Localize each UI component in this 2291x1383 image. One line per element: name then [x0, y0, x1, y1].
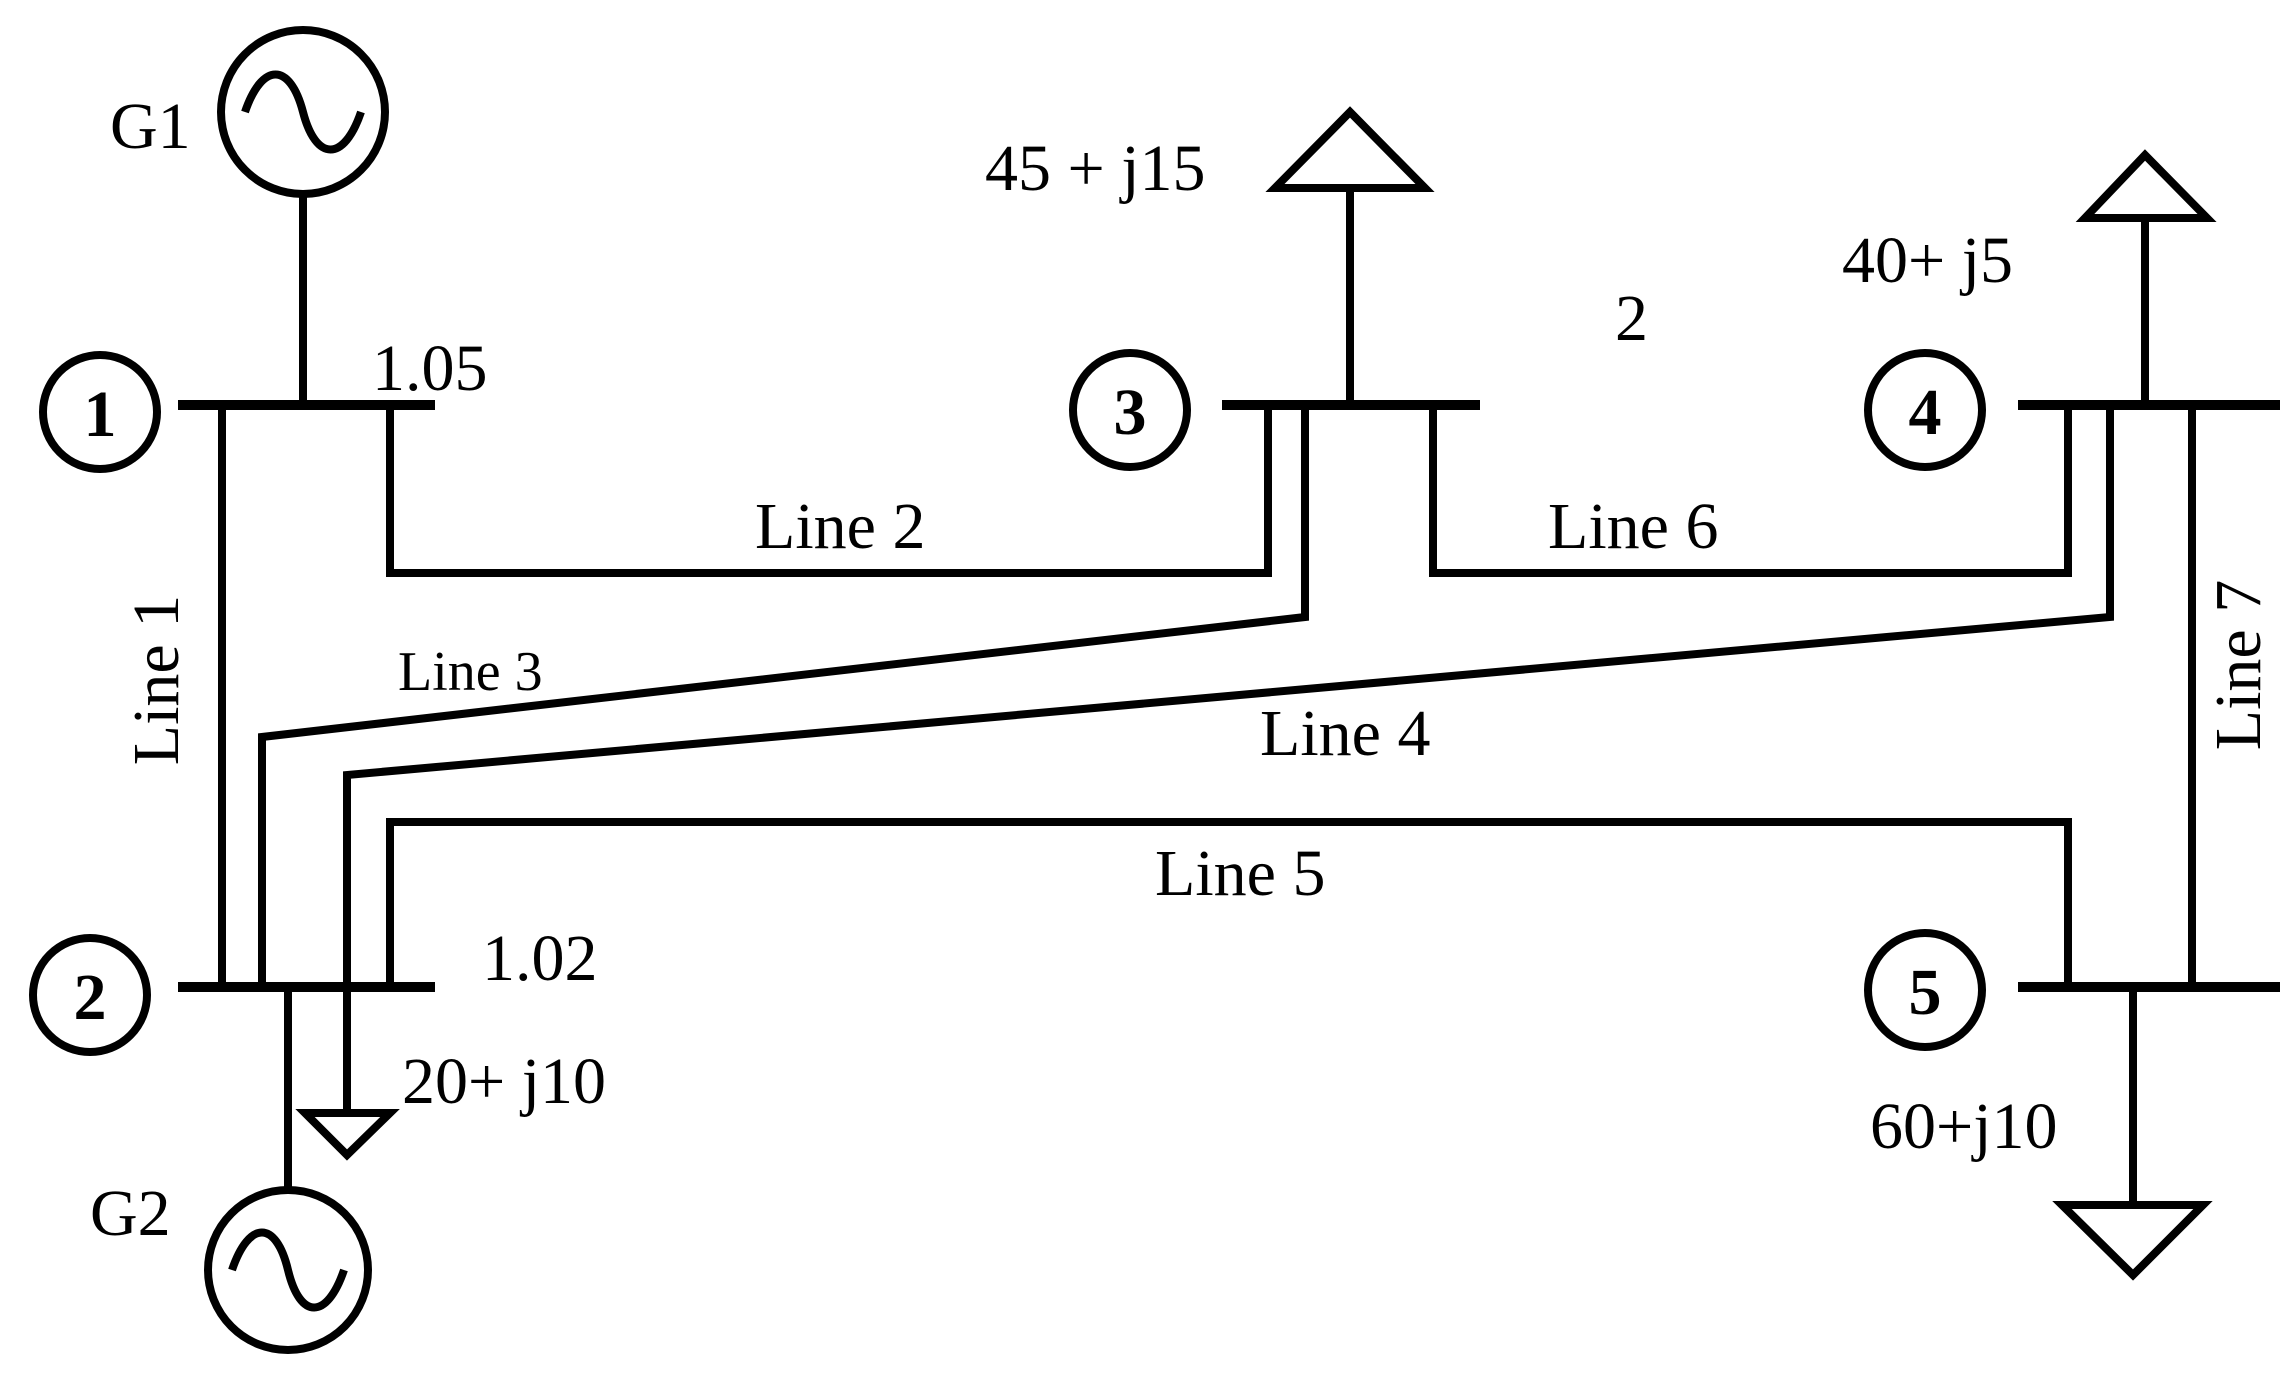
bus-2-number: 2	[74, 961, 107, 1034]
bus-3-number: 3	[1114, 376, 1147, 449]
load-bus-5: 60+j10	[1870, 987, 2213, 1281]
g1-label: G1	[110, 90, 191, 163]
sine-wave-icon	[228, 1228, 348, 1312]
generator-g2: G2	[90, 987, 372, 1354]
line-2	[386, 405, 1272, 577]
line-1-label: Line 1	[120, 595, 193, 765]
line-2-label: Line 2	[755, 490, 925, 563]
line-3-label: Line 3	[398, 641, 543, 703]
bus-1-marker: 1	[39, 351, 161, 473]
line-5	[386, 818, 2072, 987]
bus-3-marker: 3	[1069, 349, 1191, 471]
bus-4-number: 4	[1909, 376, 1942, 449]
bus-5-marker: 5	[1864, 929, 1986, 1051]
sine-wave-icon	[241, 70, 365, 154]
bus-1-number: 1	[84, 378, 117, 451]
load-triangle-icon	[2052, 1201, 2213, 1281]
line-5-label: Line 5	[1155, 837, 1325, 910]
g2-label: G2	[90, 1177, 171, 1250]
bus-2-marker: 2	[29, 934, 151, 1056]
load-3-value: 45 + j15	[985, 132, 1206, 205]
load-bus-3: 45 + j15	[985, 106, 1435, 405]
load-bus-4: 40+ j5	[1842, 149, 2217, 405]
generator-g1: G1	[110, 26, 389, 405]
line-4	[343, 405, 2114, 987]
bus-1-voltage: 1.05	[372, 332, 488, 405]
bus-5-number: 5	[1909, 956, 1942, 1029]
line-6-label: Line 6	[1548, 490, 1718, 563]
load-2-value: 20+ j10	[402, 1045, 606, 1118]
load-triangle-icon	[1265, 106, 1435, 192]
line-4-label: Line 4	[1260, 697, 1430, 770]
annotation-label: 2	[1615, 282, 1648, 355]
bus-4-marker: 4	[1864, 349, 1986, 471]
load-bus-2: 20+ j10	[295, 987, 606, 1161]
line-3	[258, 405, 1309, 987]
line-7-label: Line 7	[2202, 580, 2275, 750]
load-4-value: 40+ j5	[1842, 224, 2013, 297]
load-triangle-icon	[295, 1109, 400, 1161]
bus-2-voltage: 1.02	[482, 922, 598, 995]
line-6	[1429, 405, 2072, 577]
load-5-value: 60+j10	[1870, 1090, 2058, 1163]
load-triangle-icon	[2075, 149, 2217, 222]
